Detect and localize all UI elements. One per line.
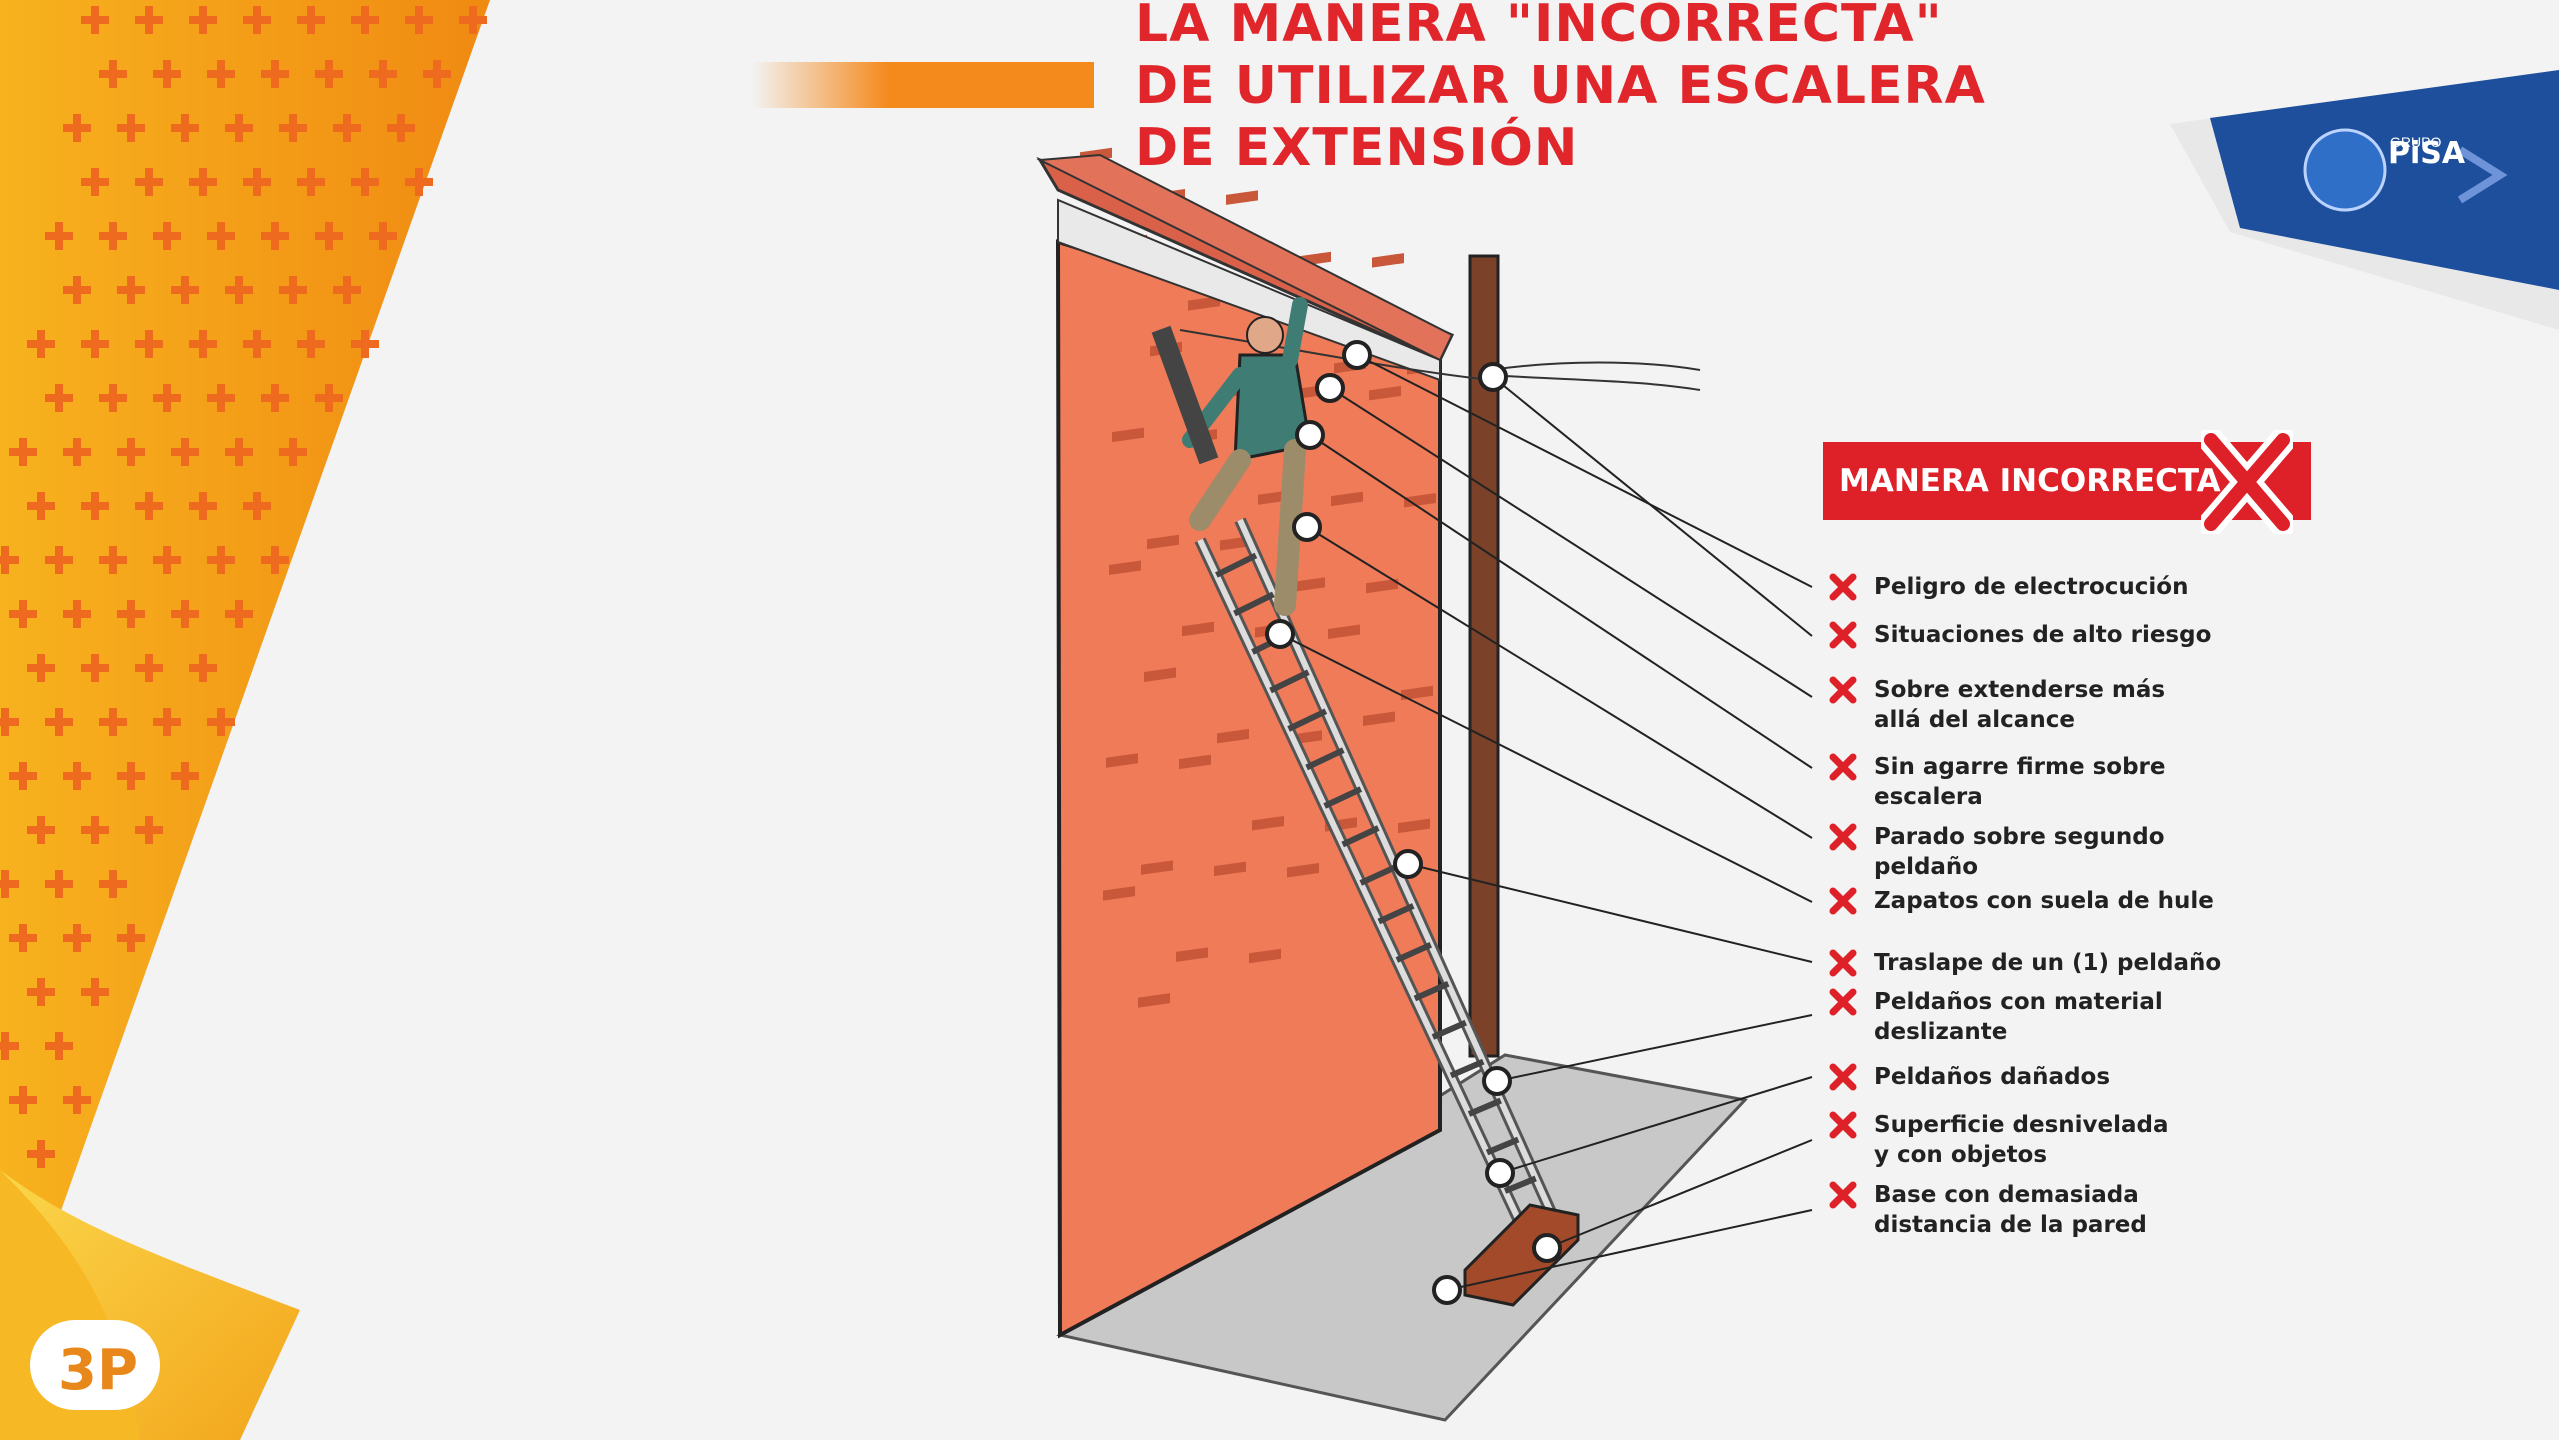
callout-dot	[1482, 1066, 1512, 1096]
title-line-2: DE UTILIZAR UNA ESCALERA	[1135, 56, 1986, 116]
warning-item: Parado sobre segundo peldaño	[1828, 822, 2254, 882]
title-line-1: LA MANERA "INCORRECTA"	[1135, 0, 1943, 54]
callout-dot	[1295, 420, 1325, 450]
title-accent-bar	[752, 62, 1094, 108]
warning-item: Sobre extenderse más allá del alcance	[1828, 675, 2204, 735]
big-x-icon	[2201, 430, 2293, 534]
warning-item: Base con demasiada distancia de la pared	[1828, 1180, 2174, 1240]
warning-item: Zapatos con suela de hule	[1828, 886, 2254, 916]
warning-item: Peldaños con material deslizante	[1828, 987, 2194, 1047]
callout-dot	[1478, 362, 1508, 392]
plus-icon	[0, 556, 19, 564]
red-x-icon	[1829, 676, 1857, 704]
brand-3p-logo: 3P	[57, 1337, 138, 1403]
callout-dot	[1432, 1275, 1462, 1305]
red-x-icon	[1829, 753, 1857, 781]
callout-dot	[1393, 849, 1423, 879]
warning-item: Peligro de electrocución	[1828, 572, 2254, 602]
plus-icon	[0, 1042, 19, 1050]
warning-item: Situaciones de alto riesgo	[1828, 620, 2254, 650]
red-x-icon	[1829, 573, 1857, 601]
incorrect-way-banner: MANERA INCORRECTA	[1823, 430, 2311, 534]
red-x-icon	[1829, 949, 1857, 977]
red-x-icon	[1829, 1063, 1857, 1091]
callout-dot	[1485, 1158, 1515, 1188]
plus-icon	[0, 880, 19, 888]
warning-item: Superficie desnivelada y con objetos	[1828, 1110, 2174, 1170]
utility-pole	[1468, 254, 1500, 1058]
red-x-icon	[1829, 988, 1857, 1016]
red-x-icon	[1829, 621, 1857, 649]
callout-dot	[1265, 619, 1295, 649]
red-x-icon	[1829, 823, 1857, 851]
brand-grupo-text: GRUPO	[2390, 134, 2442, 150]
brand-pisa-logo: PiSA	[2388, 136, 2466, 171]
callout-dot	[1315, 373, 1345, 403]
callout-dot	[1292, 512, 1322, 542]
red-x-icon	[1829, 887, 1857, 915]
warning-item: Traslape de un (1) peldaño	[1828, 948, 2254, 978]
title-line-3: DE EXTENSIÓN	[1135, 118, 1579, 178]
worker-figure	[1151, 297, 1312, 616]
warning-item: Peldaños dañados	[1828, 1062, 2254, 1092]
warning-item: Sin agarre firme sobre escalera	[1828, 752, 2254, 812]
banner-label: MANERA INCORRECTA	[1839, 463, 2221, 499]
callout-dot	[1532, 1233, 1562, 1263]
callout-dot	[1342, 340, 1372, 370]
brand-3p-badge	[30, 1320, 160, 1410]
plus-icon	[0, 718, 19, 726]
red-x-icon	[1829, 1111, 1857, 1139]
red-x-icon	[1829, 1181, 1857, 1209]
